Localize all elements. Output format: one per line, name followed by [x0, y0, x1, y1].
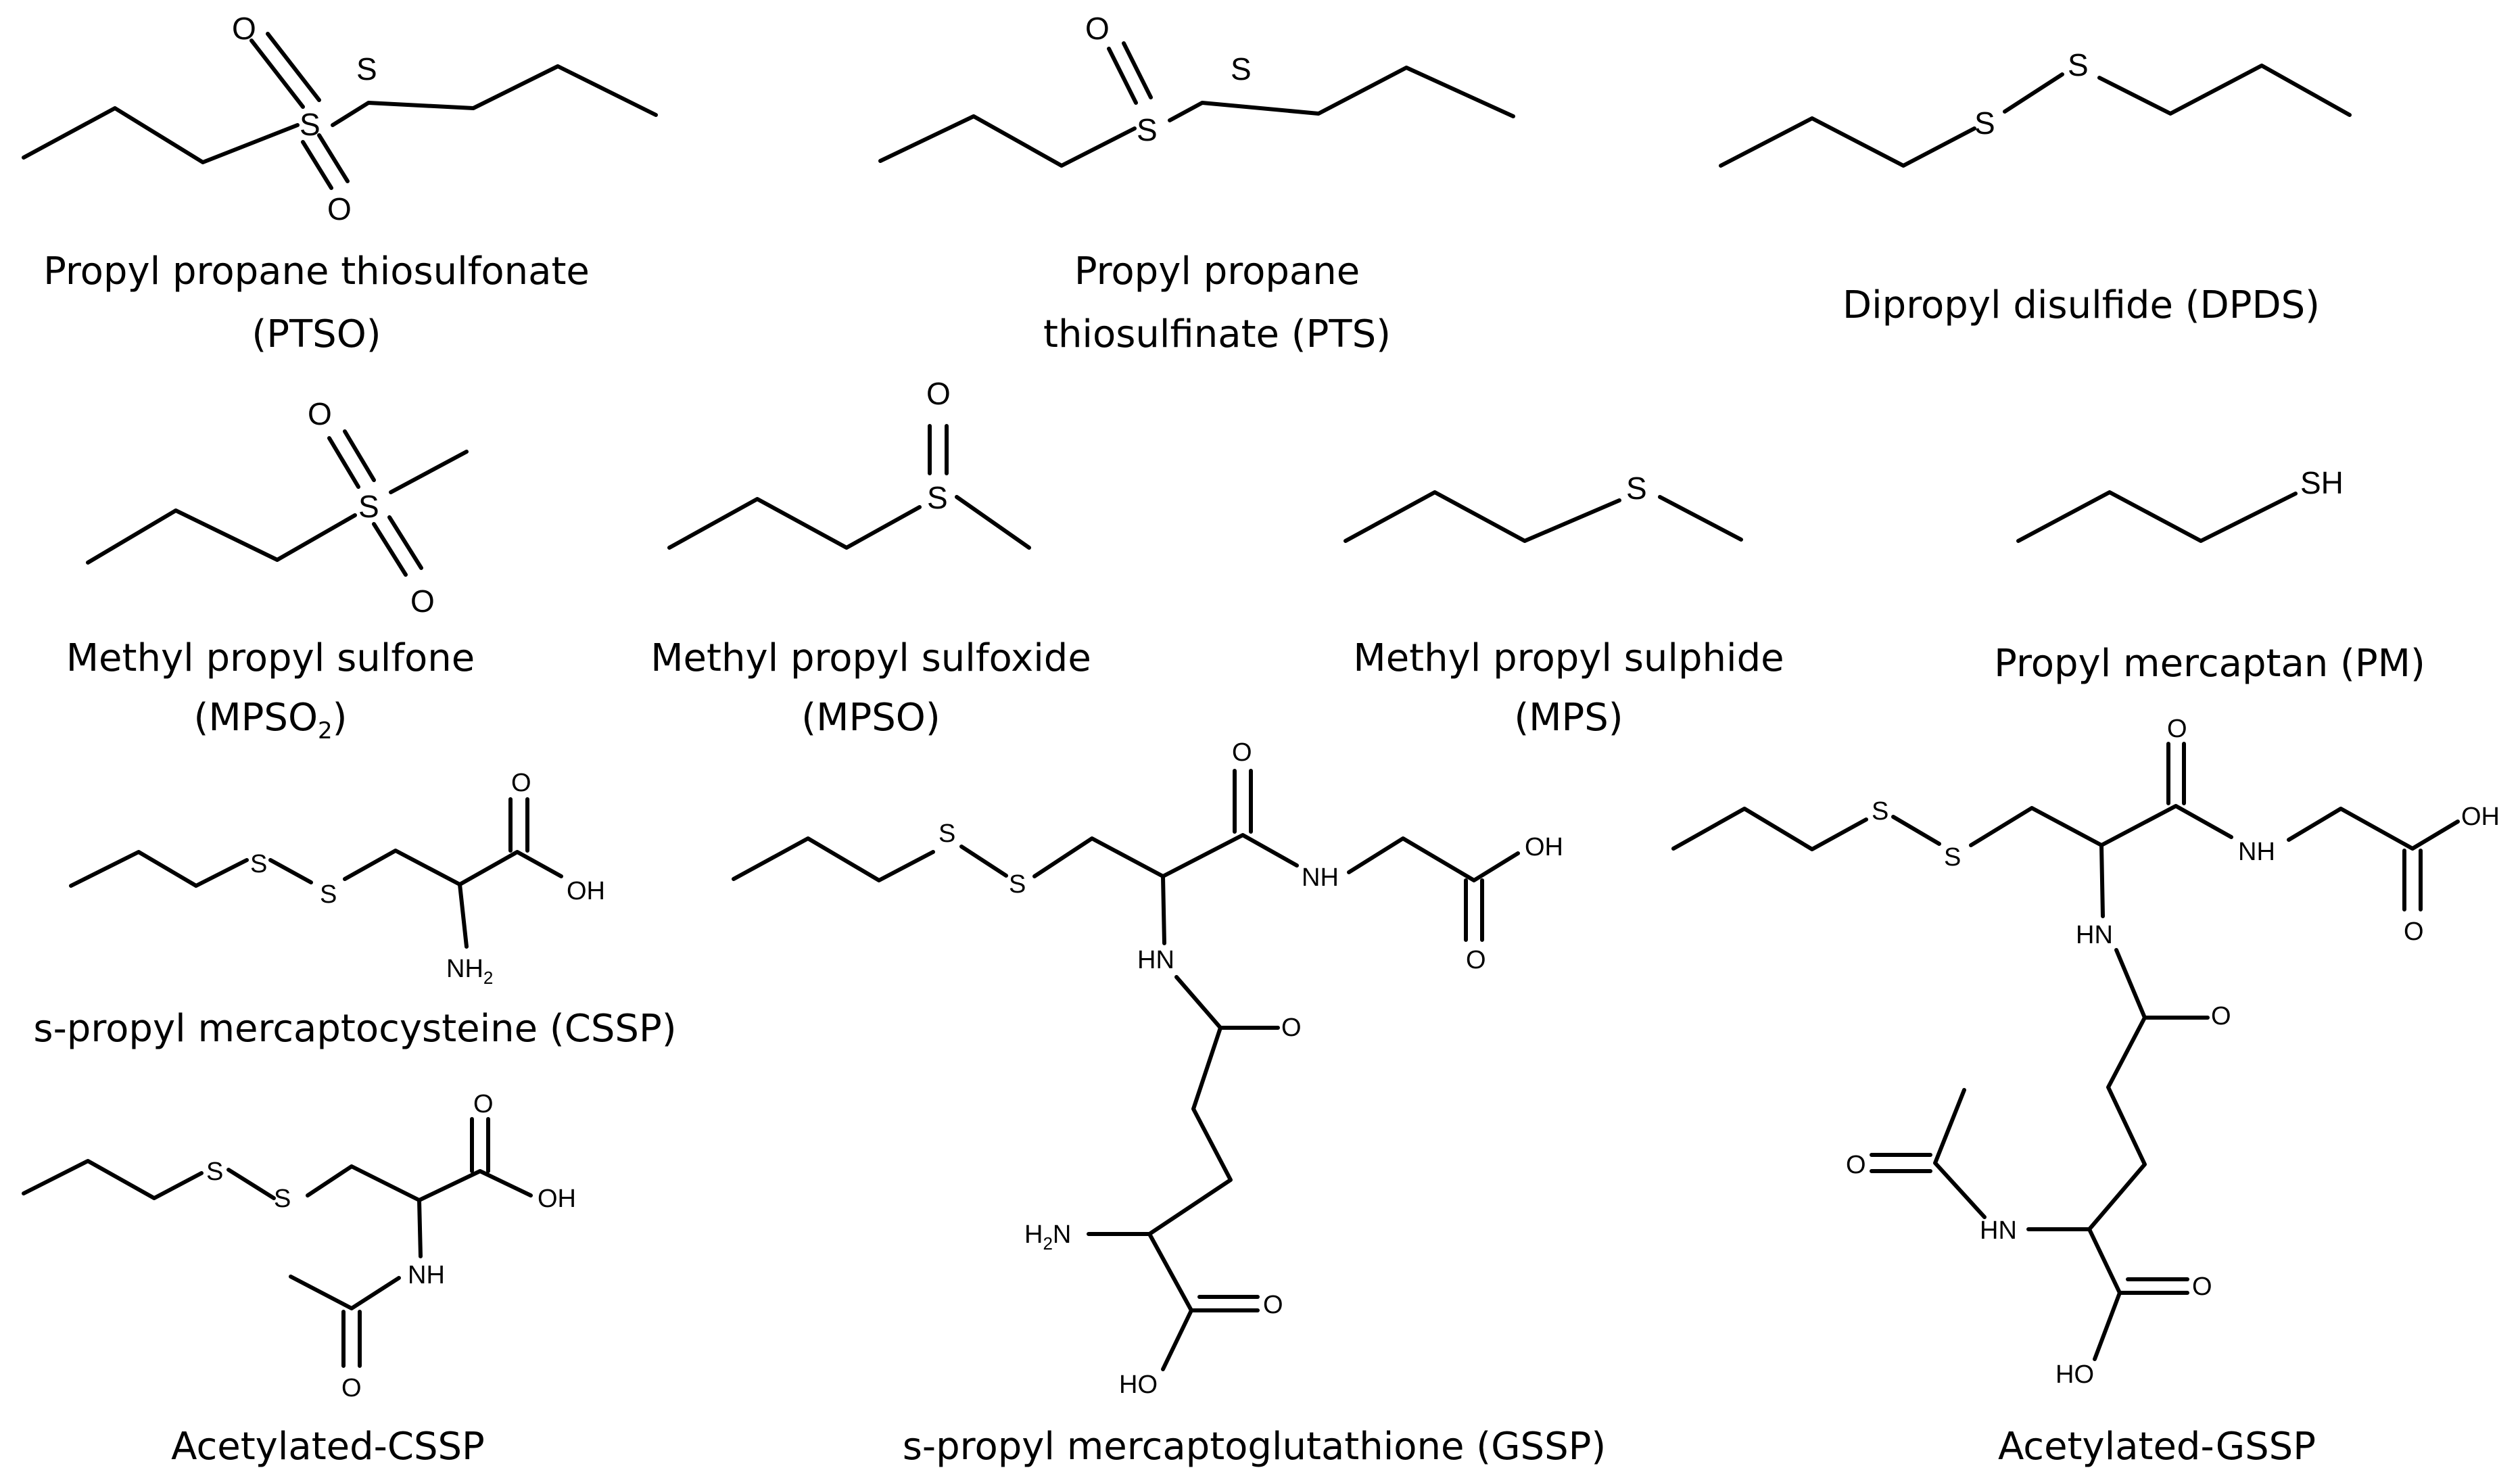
atom-o: O — [410, 584, 435, 619]
atom-s: S — [1009, 870, 1026, 899]
caption-acetylated-cssp: Acetylated-CSSP — [171, 1425, 485, 1469]
atom-s: S — [1626, 471, 1647, 506]
atom-nh: NH — [2238, 838, 2275, 866]
structure-ptso: S S O O — [22, 11, 658, 227]
atom-hn: HN — [2076, 921, 2113, 949]
caption-mps-line1: Methyl propyl sulphide — [1353, 636, 1784, 680]
atom-ho: HO — [1119, 1371, 1158, 1399]
caption-acetylated-gssp: Acetylated-GSSP — [1998, 1425, 2316, 1469]
atom-o: O — [2192, 1273, 2212, 1301]
caption-ptso-line1: Propyl propane thiosulfonate — [43, 250, 590, 293]
caption-ptso-line2: (PTSO) — [252, 312, 381, 356]
atom-hn: HN — [1137, 946, 1174, 974]
atom-nh: NH — [1302, 863, 1339, 892]
atom-o: O — [1263, 1291, 1283, 1319]
atom-o: O — [2167, 715, 2187, 743]
atom-s: S — [938, 820, 955, 848]
atom-s: S — [927, 480, 948, 515]
atom-o: O — [2211, 1002, 2231, 1030]
atom-o: O — [926, 376, 951, 411]
caption-dpds: Dipropyl disulfide (DPDS) — [1843, 283, 2320, 327]
structure-mpso2: S O O — [86, 396, 469, 619]
structure-mps: S — [1344, 471, 1743, 543]
atom-s: S — [356, 51, 377, 87]
structure-pm: SH — [2016, 465, 2344, 543]
caption-pts-line1: Propyl propane — [1074, 250, 1360, 293]
atom-o: O — [473, 1090, 494, 1118]
atom-o: O — [511, 769, 531, 797]
caption-cssp: s-propyl mercaptocysteine (CSSP) — [33, 1007, 676, 1051]
atom-o: O — [1281, 1014, 1302, 1042]
atom-nh2: NH2 — [446, 955, 493, 988]
atom-o: O — [1466, 946, 1486, 974]
atom-o: O — [1846, 1151, 1866, 1179]
structure-acetylated-cssp: S S O OH NH O — [22, 1090, 576, 1402]
atom-s: S — [358, 489, 379, 524]
structure-acetylated-gssp: S S O NH OH O HN O HN O O HO — [1671, 715, 2500, 1389]
atom-o: O — [327, 191, 352, 227]
atom-s: S — [300, 107, 320, 142]
structure-mpso: S O — [667, 376, 1031, 550]
structure-pts: S S O — [878, 11, 1515, 168]
atom-s: S — [1872, 797, 1888, 826]
caption-pm: Propyl mercaptan (PM) — [1994, 642, 2425, 686]
atom-o: O — [1232, 738, 1252, 767]
atom-nh: NH — [408, 1261, 445, 1289]
atom-oh: OH — [2461, 803, 2500, 831]
caption-gssp: s-propyl mercaptoglutathione (GSSP) — [903, 1425, 1607, 1469]
caption-mpso2-line1: Methyl propyl sulfone — [66, 636, 475, 680]
atom-o: O — [308, 396, 332, 431]
atom-s: S — [1137, 112, 1158, 147]
caption-mps-line2: (MPS) — [1514, 696, 1623, 740]
atom-hn: HN — [1980, 1216, 2017, 1245]
atom-o: O — [1085, 11, 1110, 46]
atom-sh: SH — [2300, 465, 2344, 500]
structure-gssp: S S O NH OH O HN O H2N O HO — [732, 738, 1563, 1399]
structure-dpds: S S — [1719, 47, 2352, 168]
atom-h2n: H2N — [1024, 1220, 1071, 1254]
caption-pts-line2: thiosulfinate (PTS) — [1043, 312, 1391, 356]
atom-oh: OH — [567, 877, 605, 905]
structure-cssp: S S O OH NH2 — [69, 769, 605, 988]
caption-mpso-line1: Methyl propyl sulfoxide — [650, 636, 1091, 680]
atom-s: S — [2068, 47, 2089, 82]
atom-s: S — [320, 880, 337, 909]
atom-o: O — [341, 1374, 362, 1402]
atom-s: S — [1974, 105, 1995, 141]
atom-s: S — [1231, 51, 1252, 87]
atom-s: S — [1944, 843, 1961, 872]
caption-mpso2-line2: (MPSO2) — [193, 696, 347, 744]
atom-s: S — [206, 1158, 223, 1186]
atom-o: O — [232, 11, 256, 46]
atom-s: S — [274, 1185, 291, 1213]
atom-ho: HO — [2055, 1360, 2094, 1389]
atom-o: O — [2404, 918, 2424, 946]
caption-mpso-line2: (MPSO) — [801, 696, 940, 740]
atom-s: S — [250, 850, 267, 878]
atom-oh: OH — [538, 1185, 576, 1213]
atom-oh: OH — [1525, 833, 1563, 861]
